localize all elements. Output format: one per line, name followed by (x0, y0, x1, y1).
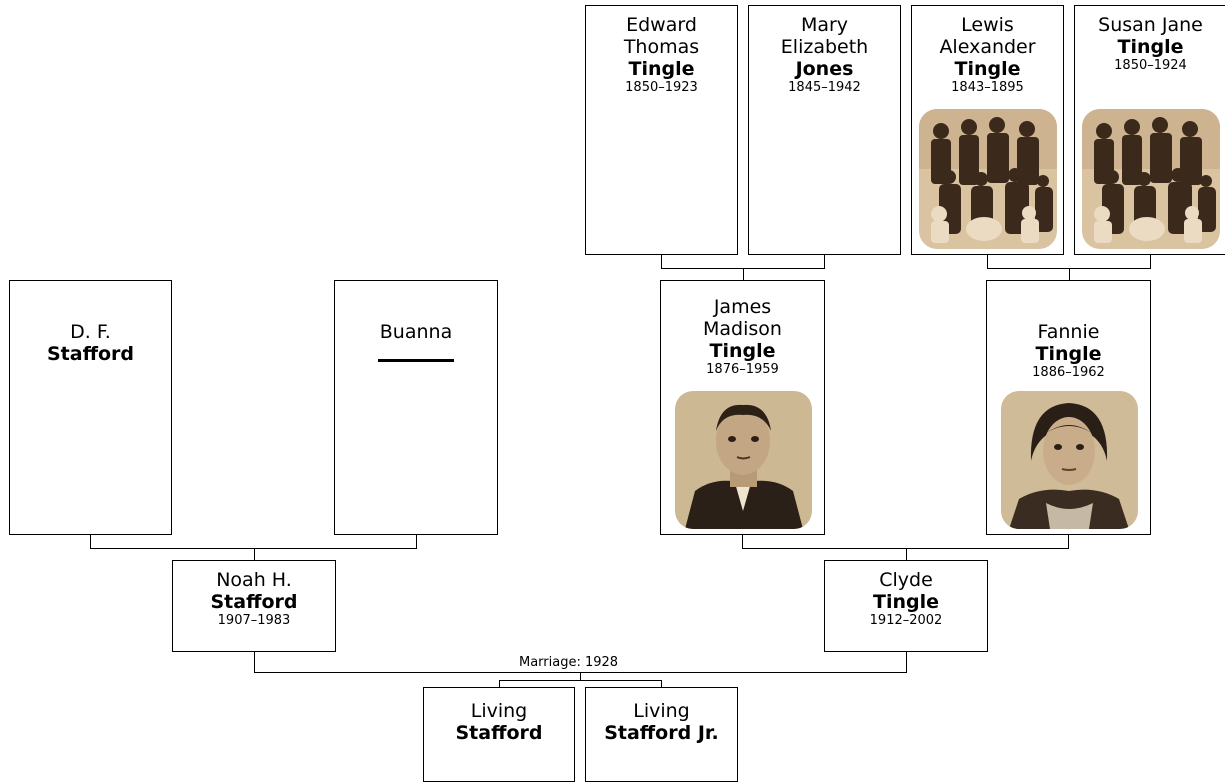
surname: Stafford (455, 722, 543, 744)
connector-line (987, 255, 988, 268)
given-name: Living (633, 700, 690, 722)
life-dates: 1843–1895 (951, 80, 1024, 95)
connector-line (1069, 268, 1070, 281)
given-name: Clyde (879, 569, 933, 591)
given-name: D. F. (70, 321, 111, 343)
connector-line (661, 680, 662, 688)
surname: Stafford Jr. (604, 722, 719, 744)
surname: Jones (795, 58, 854, 80)
man-portrait-photo (675, 391, 812, 529)
connector-line (254, 548, 255, 561)
connector-line (1068, 535, 1069, 548)
given-name: Mary Elizabeth (780, 14, 869, 58)
surname: Tingle (1035, 343, 1102, 365)
person-card-living-stafford-jr[interactable]: Living Stafford Jr. (585, 687, 738, 782)
given-name: James Madison (703, 296, 782, 340)
surname: Stafford (210, 591, 298, 613)
surname: Tingle (873, 591, 939, 613)
life-dates: 1876–1959 (706, 362, 779, 377)
life-dates: 1912–2002 (869, 613, 943, 628)
person-card-james-tingle[interactable]: James Madison Tingle 1876–1959 (660, 280, 825, 535)
person-card-living-stafford[interactable]: Living Stafford (423, 687, 575, 782)
life-dates: 1850–1923 (625, 80, 698, 95)
connector-line (499, 680, 662, 681)
woman-portrait-photo (1001, 391, 1138, 529)
marriage-label: Marriage: 1928 (517, 655, 621, 670)
family-group-photo (1082, 109, 1220, 249)
connector-line (90, 535, 91, 548)
life-dates: 1850–1924 (1114, 58, 1187, 73)
family-group-photo (919, 109, 1057, 249)
connector-line (743, 268, 744, 281)
person-card-noah-stafford[interactable]: Noah H. Stafford 1907–1983 (172, 560, 336, 652)
person-card-clyde-tingle[interactable]: Clyde Tingle 1912–2002 (824, 560, 988, 652)
life-dates: 1886–1962 (1032, 365, 1105, 380)
connector-line (742, 535, 743, 548)
given-name: Noah H. (216, 569, 292, 591)
given-name: Lewis Alexander (939, 14, 1036, 58)
connector-line (580, 672, 581, 680)
person-card-edward-tingle[interactable]: Edward Thomas Tingle 1850–1923 (585, 5, 738, 255)
life-dates: 1907–1983 (217, 613, 291, 628)
connector-line (742, 548, 1069, 549)
given-name: Buanna (379, 321, 453, 343)
given-name: Fannie (1037, 321, 1100, 343)
connector-line (254, 652, 255, 672)
person-card-mary-jones[interactable]: Mary Elizabeth Jones 1845–1942 (748, 5, 901, 255)
connector-line (1150, 255, 1151, 268)
given-name: Susan Jane (1098, 14, 1203, 36)
connector-line (416, 535, 417, 548)
person-card-buanna[interactable]: Buanna (334, 280, 498, 535)
person-card-df-stafford[interactable]: D. F. Stafford (9, 280, 172, 535)
person-card-lewis-tingle[interactable]: Lewis Alexander Tingle 1843–1895 (911, 5, 1064, 255)
given-name: Edward Thomas (623, 14, 700, 58)
connector-line (90, 548, 417, 549)
person-card-susan-tingle[interactable]: Susan Jane Tingle 1850–1924 (1074, 5, 1225, 255)
unknown-surname-blank (378, 349, 454, 362)
surname: Tingle (709, 340, 776, 362)
connector-line (499, 680, 500, 688)
connector-line (661, 255, 662, 268)
surname: Stafford (46, 343, 134, 365)
connector-line (906, 652, 907, 672)
surname: Tingle (628, 58, 695, 80)
life-dates: 1845–1942 (788, 80, 861, 95)
person-card-fannie-tingle[interactable]: Fannie Tingle 1886–1962 (986, 280, 1151, 535)
connector-line (906, 548, 907, 561)
given-name: Living (470, 700, 528, 722)
surname: Tingle (1117, 36, 1184, 58)
surname: Tingle (954, 58, 1021, 80)
connector-line (824, 255, 825, 268)
